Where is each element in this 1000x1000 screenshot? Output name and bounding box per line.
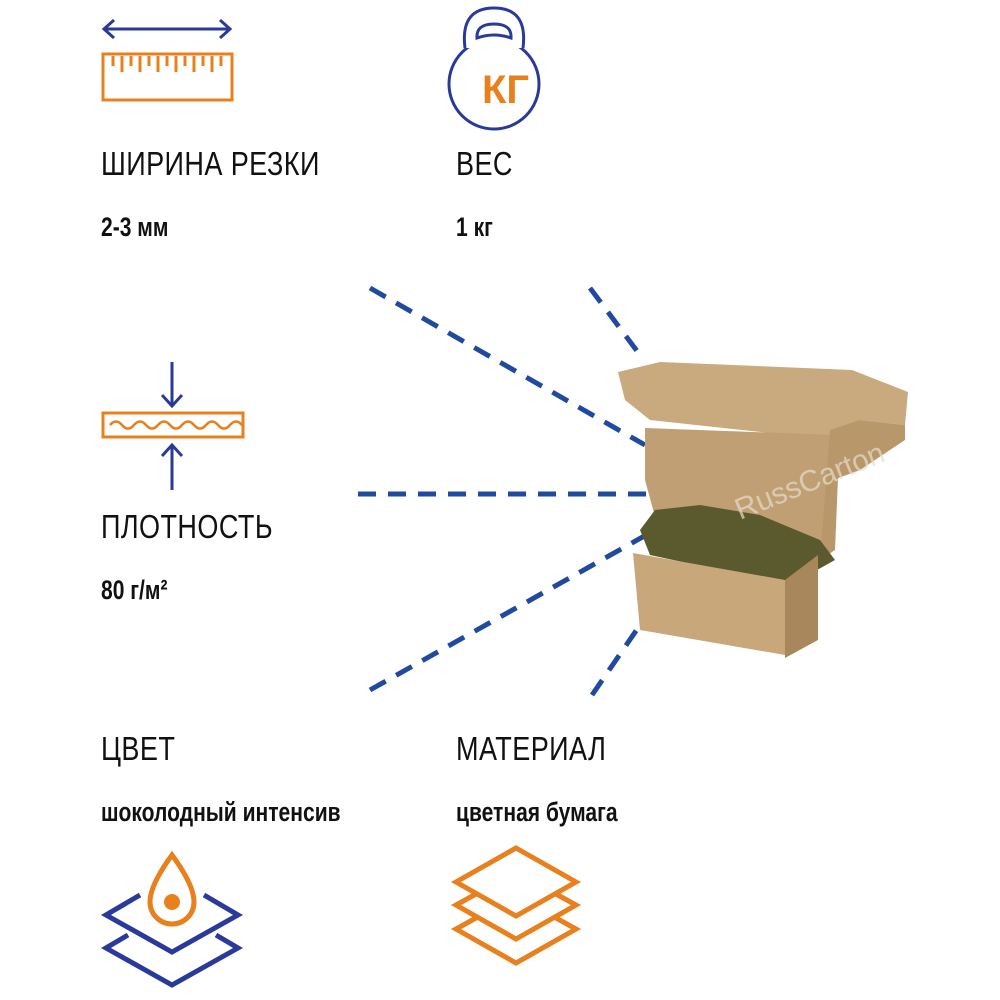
- color-label: ЦВЕТ: [101, 730, 176, 767]
- weight-value: 1 кг: [456, 212, 493, 242]
- cut-width-label: ШИРИНА РЕЗКИ: [101, 145, 320, 182]
- weight-label: ВЕС: [456, 145, 513, 182]
- ruler-icon: [101, 18, 234, 102]
- pointer-line-material: [589, 623, 643, 697]
- density-value: 80 г/м²: [101, 575, 168, 605]
- pointer-line-weight: [587, 286, 643, 357]
- pointer-line-color: [368, 527, 657, 693]
- material-value: цветная бумага: [456, 797, 618, 827]
- svg-text:КГ: КГ: [482, 68, 529, 112]
- kettlebell-icon: КГ: [447, 6, 541, 131]
- color-value: шоколодный интенсив: [101, 797, 341, 827]
- pointer-line-cut-width: [368, 285, 647, 448]
- cut-width-value: 2-3 мм: [101, 212, 169, 242]
- layers-icon: [450, 845, 582, 966]
- thickness-icon: [101, 362, 245, 490]
- density-label: ПЛОТНОСТЬ: [101, 508, 274, 545]
- material-label: МАТЕРИАЛ: [456, 730, 607, 767]
- paint-drop-icon: [100, 850, 244, 988]
